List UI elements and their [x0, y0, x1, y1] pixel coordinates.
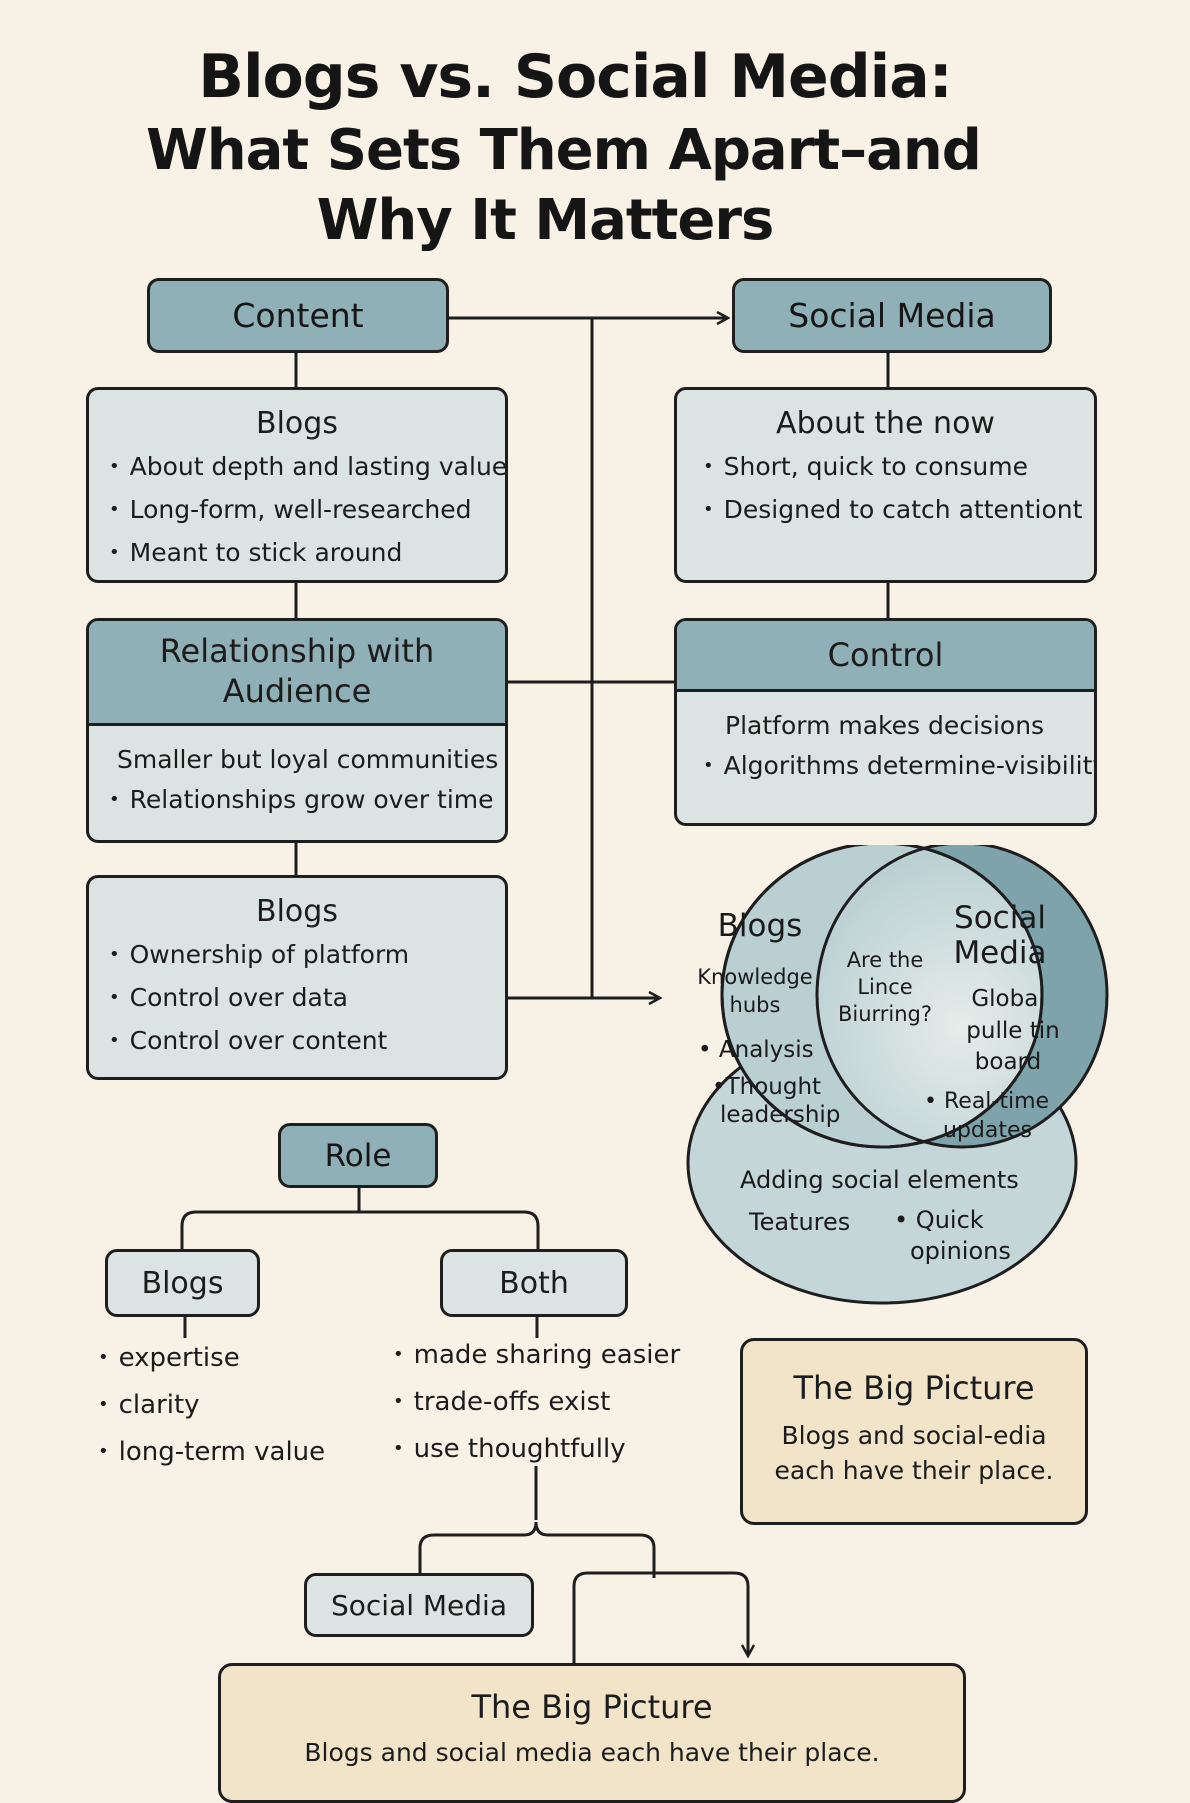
venn-left-sub-2: hubs — [729, 993, 781, 1017]
blogs-ownership-title: Blogs — [256, 894, 338, 929]
venn-bottom-right-2: opinions — [910, 1237, 1011, 1265]
list-item: long-term value — [98, 1430, 326, 1477]
venn-bottom-right-1: • Quick — [894, 1206, 984, 1234]
control-title: Control — [827, 636, 944, 674]
blogs-content-title: Blogs — [256, 406, 338, 441]
list-item: Control over data — [109, 978, 505, 1021]
relationship-lead: Smaller but loyal communities — [117, 745, 499, 774]
relationship-header: Relationship with Audience — [89, 621, 505, 726]
role-both-label: Both — [499, 1265, 569, 1301]
venn-diagram — [686, 845, 1109, 1305]
role-blogs-list: expertise clarity long-term value — [98, 1336, 326, 1477]
role-header: Role — [278, 1123, 438, 1188]
venn-center-1: Are the — [846, 948, 924, 972]
venn-left-item-thought: •Thought — [712, 1074, 822, 1100]
control-header: Control — [677, 621, 1094, 692]
venn-right-item-realtime: • Real-time — [924, 1089, 1050, 1114]
role-social-media-label: Social Media — [330, 1588, 507, 1622]
relationship-list: Relationships grow over time — [89, 780, 505, 823]
list-item: clarity — [98, 1383, 325, 1430]
social-content-title: About the now — [776, 406, 995, 441]
venn-right-sub-2: pulle tin — [966, 1018, 1060, 1044]
social-media-header-label: Social Media — [788, 296, 996, 335]
list-item: Meant to stick around — [109, 533, 505, 576]
venn-left-title: Blogs — [717, 908, 803, 944]
title-line-2: What Sets Them Apart–and — [146, 118, 982, 183]
venn-right-title-2: Media — [953, 935, 1047, 971]
list-item: Ownership of platform — [109, 935, 505, 978]
content-header: Content — [147, 278, 449, 353]
relationship-card: Relationship with Audience Smaller but l… — [86, 618, 508, 843]
role-both-list: made sharing easier trade-offs exist use… — [393, 1333, 681, 1474]
venn-right-sub-1: Global — [971, 986, 1045, 1012]
social-content-card: About the now Short, quick to consume De… — [674, 387, 1097, 583]
social-media-header: Social Media — [732, 278, 1052, 353]
list-item: trade-offs exist — [393, 1380, 680, 1427]
list-item: Algorithms determine-visibility — [703, 746, 1094, 789]
list-item: Control over content — [109, 1021, 505, 1064]
venn-left-item-analysis: • Analysis — [698, 1037, 814, 1063]
big-picture-small-line1: Blogs and social-edia — [781, 1421, 1047, 1450]
big-picture-card-small: The Big Picture Blogs and social-edia ea… — [740, 1338, 1088, 1525]
role-both-box: Both — [440, 1249, 628, 1317]
title-line-1: Blogs vs. Social Media: — [198, 42, 952, 112]
content-header-label: Content — [232, 296, 364, 335]
big-picture-small-title: The Big Picture — [793, 1369, 1035, 1407]
list-item: expertise — [98, 1336, 325, 1383]
list-item: About depth and lasting value — [109, 447, 505, 490]
list-item: Long-form, well-researched — [109, 490, 505, 533]
control-list: Algorithms determine-visibility — [677, 746, 1094, 789]
relationship-title-2: Audience — [222, 672, 372, 710]
venn-bottom-left: Teatures — [749, 1208, 851, 1236]
title-line-3: Why It Matters — [316, 188, 775, 253]
venn-center-3: Biurring? — [837, 1002, 933, 1026]
role-social-media-box: Social Media — [304, 1573, 534, 1637]
control-card: Control Platform makes decisions Algorit… — [674, 618, 1097, 826]
venn-center-2: Lince — [857, 975, 913, 999]
venn-bottom-title: Adding social elements — [740, 1166, 1019, 1194]
big-picture-card-bottom: The Big Picture Blogs and social media e… — [218, 1663, 966, 1803]
list-item: made sharing easier — [393, 1333, 681, 1380]
big-picture-bottom-text: Blogs and social media each have their p… — [304, 1738, 880, 1767]
blogs-content-list: About depth and lasting value Long-form,… — [89, 447, 505, 576]
relationship-title-1: Relationship with — [159, 632, 435, 670]
blogs-content-card: Blogs About depth and lasting value Long… — [86, 387, 508, 583]
big-picture-bottom-title: The Big Picture — [471, 1688, 713, 1726]
role-blogs-label: Blogs — [141, 1265, 224, 1301]
role-blogs-box: Blogs — [105, 1249, 260, 1317]
social-content-list: Short, quick to consume Designed to catc… — [677, 447, 1094, 533]
list-item: use thoughtfully — [393, 1427, 680, 1474]
venn-left-sub-1: Knowledge — [697, 965, 813, 989]
list-item: Relationships grow over time — [109, 780, 505, 823]
big-picture-small-line2: each have their place. — [774, 1456, 1054, 1485]
blogs-ownership-list: Ownership of platform Control over data … — [89, 935, 505, 1064]
blogs-ownership-card: Blogs Ownership of platform Control over… — [86, 875, 508, 1080]
venn-right-sub-3: board — [974, 1049, 1042, 1075]
venn-right-item-updates: updates — [943, 1118, 1032, 1143]
venn-right-title-1: Social — [954, 900, 1046, 936]
control-lead: Platform makes decisions — [725, 711, 1045, 740]
list-item: Short, quick to consume — [703, 447, 1094, 490]
role-header-label: Role — [324, 1137, 392, 1174]
venn-left-item-leadership: leadership — [720, 1102, 841, 1128]
list-item: Designed to catch attentiont — [703, 490, 1094, 533]
